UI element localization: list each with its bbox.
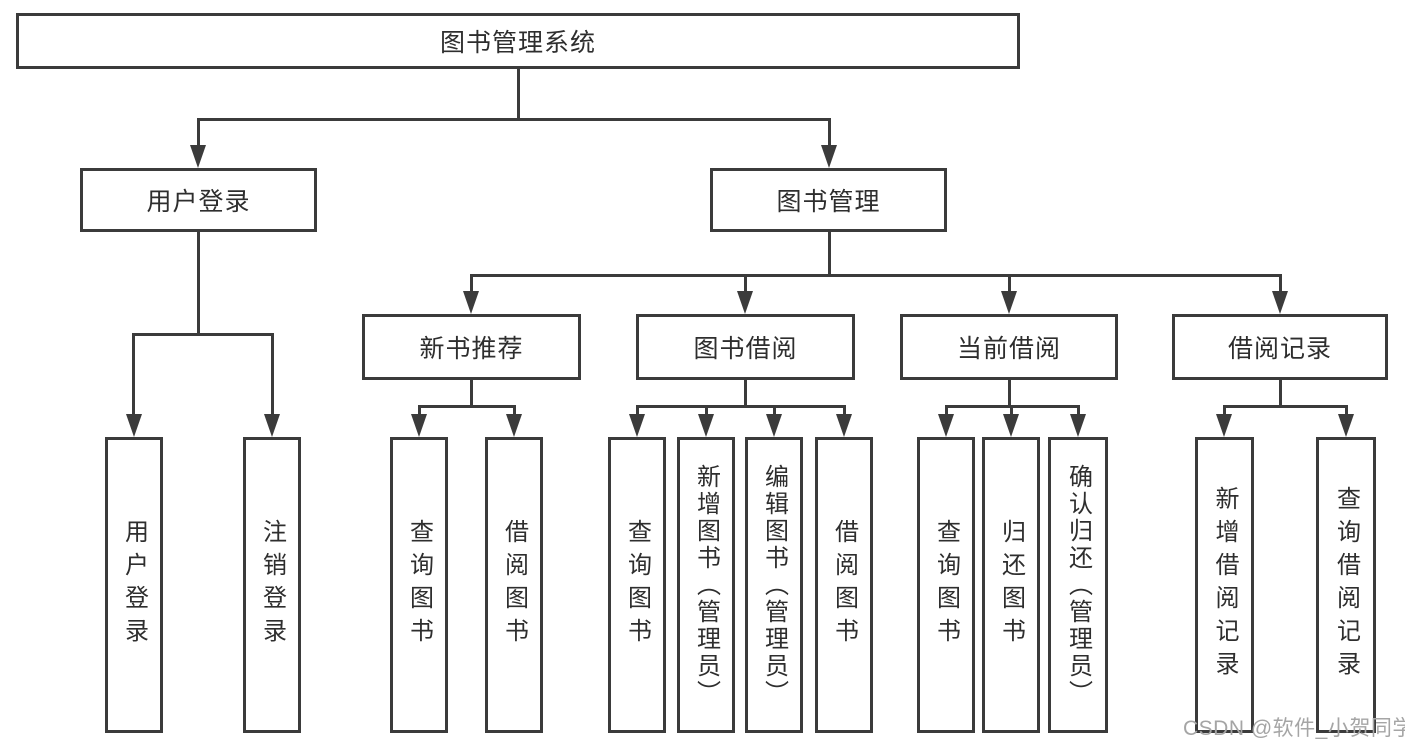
connector-line (513, 405, 516, 417)
node-borrow-records: 借阅记录 (1172, 314, 1388, 380)
node-label: 编辑图书（管理员） (760, 463, 788, 707)
node-query-books-current: 查询图书 (917, 437, 975, 733)
node-label: 借阅图书 (830, 519, 858, 651)
connector-line (418, 405, 516, 408)
connector-line (636, 405, 846, 408)
node-edit-books-admin: 编辑图书（管理员） (745, 437, 803, 733)
connector-line (1010, 405, 1013, 417)
arrow-down-icon (411, 414, 427, 437)
node-label: 借阅图书 (500, 519, 528, 651)
node-label: 归还图书 (997, 519, 1025, 651)
node-borrow-books-recommend: 借阅图书 (485, 437, 543, 733)
node-label: 查询图书 (405, 519, 433, 651)
connector-line (828, 118, 831, 148)
arrow-down-icon (190, 145, 206, 168)
node-label: 用户登录 (120, 519, 148, 651)
node-label: 图书管理系统 (439, 29, 596, 57)
node-label: 查询图书 (623, 519, 651, 651)
arrow-down-icon (264, 414, 280, 437)
connector-line (705, 405, 708, 417)
node-label: 查询图书 (932, 519, 960, 651)
connector-line (132, 333, 274, 336)
node-label: 图书借阅 (693, 335, 798, 363)
connector-line (945, 405, 948, 417)
connector-line (828, 232, 831, 276)
node-book-management: 图书管理 (710, 168, 947, 232)
arrow-down-icon (1001, 291, 1017, 314)
node-label: 新书推荐 (419, 335, 524, 363)
connector-line (1223, 405, 1348, 408)
node-current-borrow: 当前借阅 (900, 314, 1118, 380)
arrow-down-icon (821, 145, 837, 168)
connector-line (197, 118, 831, 121)
connector-line (517, 69, 520, 120)
node-label: 图书管理 (776, 188, 881, 216)
connector-line (197, 232, 200, 335)
node-label: 新增借阅记录 (1211, 486, 1238, 684)
node-label: 注销登录 (258, 519, 286, 651)
connector-line (744, 378, 747, 407)
connector-line (1008, 274, 1011, 294)
node-return-books: 归还图书 (982, 437, 1040, 733)
connector-line (1345, 405, 1348, 417)
arrow-down-icon (1338, 414, 1354, 437)
connector-line (197, 118, 200, 148)
connector-line (744, 274, 747, 294)
connector-line (470, 274, 1282, 277)
node-query-books-recommend: 查询图书 (390, 437, 448, 733)
arrow-down-icon (463, 291, 479, 314)
node-label: 当前借阅 (956, 335, 1061, 363)
node-user-login: 用户登录 (80, 168, 317, 232)
arrow-down-icon (629, 414, 645, 437)
node-add-borrow-record: 新增借阅记录 (1195, 437, 1254, 733)
node-confirm-return-admin: 确认归还（管理员） (1048, 437, 1108, 733)
connector-line (271, 333, 274, 417)
arrow-down-icon (737, 291, 753, 314)
connector-line (470, 378, 473, 407)
connector-line (1279, 274, 1282, 294)
node-query-books-borrow: 查询图书 (608, 437, 666, 733)
connector-line (636, 405, 639, 417)
connector-line (1008, 378, 1011, 407)
node-label: 用户登录 (146, 188, 251, 216)
node-logout: 注销登录 (243, 437, 301, 733)
node-add-books-admin: 新增图书（管理员） (677, 437, 735, 733)
arrow-down-icon (836, 414, 852, 437)
connector-line (418, 405, 421, 417)
arrow-down-icon (1003, 414, 1019, 437)
arrow-down-icon (938, 414, 954, 437)
connector-line (773, 405, 776, 417)
node-label: 新增图书（管理员） (692, 463, 720, 707)
node-borrow-books: 借阅图书 (815, 437, 873, 733)
node-book-management-system: 图书管理系统 (16, 13, 1020, 69)
node-new-book-recommend: 新书推荐 (362, 314, 581, 380)
connector-line (1279, 378, 1282, 407)
connector-line (1223, 405, 1226, 417)
connector-line (843, 405, 846, 417)
connector-line (1077, 405, 1080, 417)
node-query-borrow-record: 查询借阅记录 (1316, 437, 1376, 733)
node-label: 借阅记录 (1227, 335, 1332, 363)
node-user-login-leaf: 用户登录 (105, 437, 163, 733)
arrow-down-icon (766, 414, 782, 437)
node-book-borrow: 图书借阅 (636, 314, 855, 380)
arrow-down-icon (1070, 414, 1086, 437)
connector-line (470, 274, 473, 294)
node-label: 确认归还（管理员） (1064, 463, 1092, 707)
arrow-down-icon (698, 414, 714, 437)
arrow-down-icon (1272, 291, 1288, 314)
arrow-down-icon (506, 414, 522, 437)
node-label: 查询借阅记录 (1332, 486, 1360, 684)
watermark: CSDN @软件_小贺同学 (1183, 717, 1405, 740)
connector-line (132, 333, 135, 417)
arrow-down-icon (1216, 414, 1232, 437)
arrow-down-icon (126, 414, 142, 437)
